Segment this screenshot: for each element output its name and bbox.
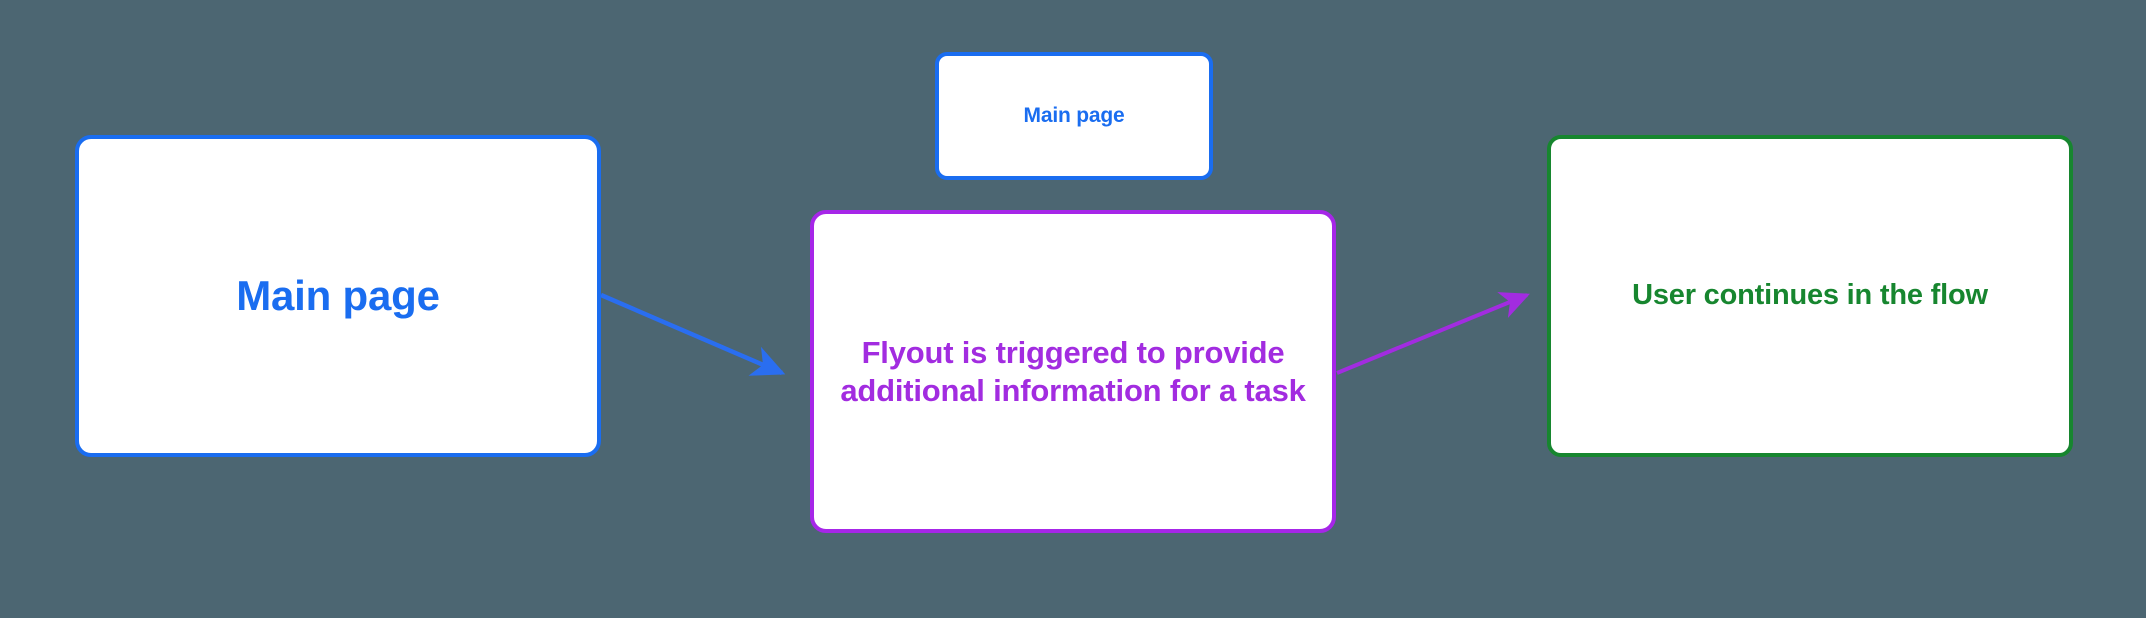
node-user-continues[interactable]: User continues in the flow	[1547, 135, 2073, 457]
node-label-main-page-large: Main page	[236, 272, 440, 320]
node-label-user-continues: User continues in the flow	[1632, 279, 1988, 312]
connector-main-page-to-flyout	[600, 292, 786, 376]
node-flyout[interactable]: Flyout is triggered to provide additiona…	[810, 210, 1336, 533]
node-main-page-small[interactable]: Main page	[935, 52, 1213, 180]
node-label-flyout: Flyout is triggered to provide additiona…	[840, 334, 1306, 408]
connector-flyout-to-user-continues	[1336, 292, 1530, 375]
node-label-main-page-small: Main page	[1023, 104, 1125, 128]
node-main-page-large[interactable]: Main page	[75, 135, 601, 457]
